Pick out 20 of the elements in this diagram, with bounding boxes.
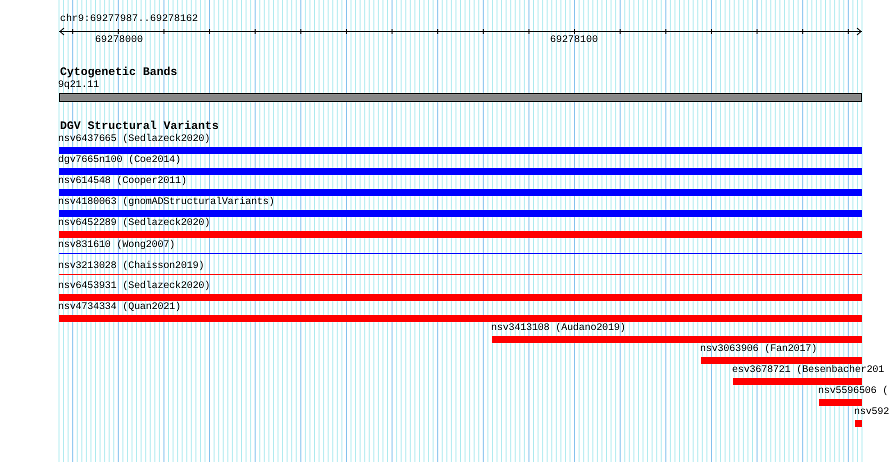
band-label: 9q21.11	[58, 80, 99, 92]
variant-label: nsv5596506 (	[818, 386, 888, 398]
position-label: chr9:69277987..69278162	[60, 14, 198, 26]
variant-label: nsv3413108 (Audano2019)	[491, 323, 626, 335]
variant-label: nsv4734334 (Quan2021)	[58, 302, 181, 314]
tick-label: 69278000	[95, 35, 144, 47]
variant-label: esv3678721 (Besenbacher201	[732, 365, 884, 377]
variant-label: nsv614548 (Cooper2011)	[58, 176, 187, 188]
track-title: Cytogenetic Bands	[60, 67, 178, 79]
track-title: DGV Structural Variants	[60, 121, 219, 133]
variant-label: nsv6452289 (Sedlazeck2020)	[58, 218, 210, 230]
variant-label: nsv3213028 (Chaisson2019)	[58, 261, 204, 273]
tick-label: 69278100	[550, 35, 598, 47]
variant-label: nsv6437665 (Sedlazeck2020)	[58, 134, 210, 146]
variant-label: nsv592	[854, 407, 890, 419]
variant-label: nsv831610 (Wong2007)	[58, 240, 176, 252]
variant-label: nsv6453931 (Sedlazeck2020)	[58, 281, 210, 293]
variant-label: dgv7665n100 (Coe2014)	[58, 155, 181, 167]
variant-label: nsv3063906 (Fan2017)	[700, 344, 818, 356]
variant-label: nsv4180063 (gnomADStructuralVariants)	[58, 197, 274, 209]
